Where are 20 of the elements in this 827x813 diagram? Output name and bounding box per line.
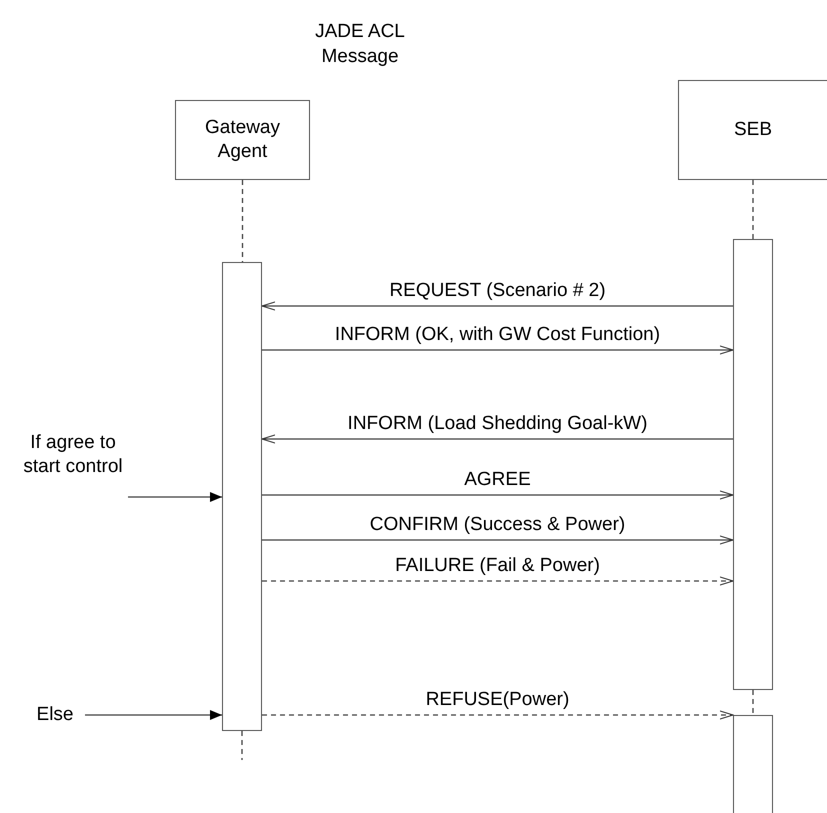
title: JADE ACL Message xyxy=(314,20,406,69)
lifeline-head-box: SEB xyxy=(678,80,827,180)
arrow xyxy=(128,492,222,502)
arrow xyxy=(262,576,734,586)
lifeline xyxy=(752,690,754,715)
lifeline xyxy=(752,180,754,239)
arrow xyxy=(262,490,734,500)
activation-bar xyxy=(733,715,773,813)
arrow xyxy=(262,434,733,444)
arrow xyxy=(262,302,733,310)
lifeline-head-box: Gateway Agent xyxy=(175,100,310,180)
activation-bar xyxy=(733,239,773,690)
arrow xyxy=(262,346,734,354)
condition-label: Else xyxy=(25,700,85,730)
arrow xyxy=(85,710,222,720)
lifeline xyxy=(242,180,244,262)
activation-bar xyxy=(222,262,262,731)
condition-label: If agree to start control xyxy=(18,410,128,500)
arrow xyxy=(262,710,734,720)
arrow xyxy=(262,536,734,544)
